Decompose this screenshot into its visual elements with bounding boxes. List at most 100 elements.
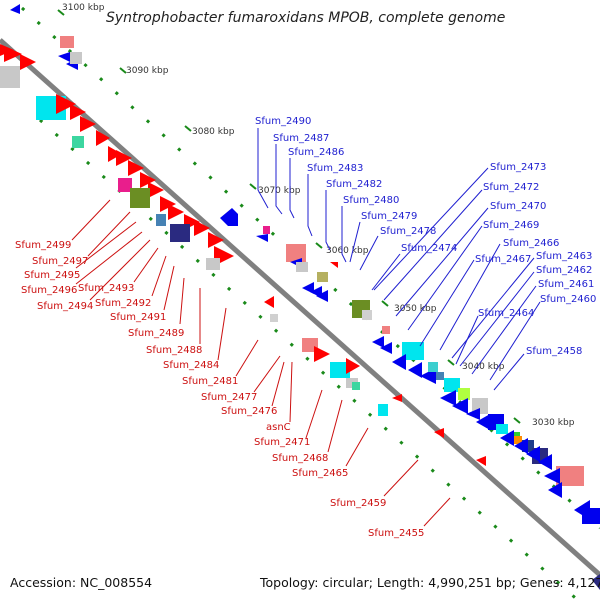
leader-line: [289, 361, 293, 423]
scale-label: 3030 kbp: [532, 418, 575, 428]
gene-label[interactable]: Sfum_2492: [95, 298, 151, 309]
gene-feature: [58, 52, 70, 62]
gene-label[interactable]: Sfum_2496: [21, 285, 77, 296]
gene-label[interactable]: Sfum_2468: [272, 453, 328, 464]
leader-line: [289, 158, 295, 219]
gene-feature: [302, 282, 314, 294]
gene-label[interactable]: Sfum_2491: [110, 312, 166, 323]
gene-label[interactable]: asnC: [266, 422, 291, 433]
genes-forward-strand: [0, 44, 486, 466]
gene-label[interactable]: Sfum_2488: [146, 345, 202, 356]
gene-feature: [263, 226, 270, 234]
gene-label[interactable]: Sfum_2484: [163, 360, 219, 371]
gene-feature: [548, 482, 562, 498]
scale-label: 3100 kbp: [62, 3, 105, 13]
scale-label: 3050 kbp: [394, 304, 437, 314]
gene-label[interactable]: Sfum_2495: [24, 270, 80, 281]
gene-label[interactable]: Sfum_2461: [538, 279, 594, 290]
gene-feature: [140, 172, 156, 188]
gene-feature: [392, 394, 402, 402]
gene-label[interactable]: Sfum_2486: [288, 147, 344, 158]
gene-label[interactable]: Sfum_2480: [343, 195, 399, 206]
gene-feature: [592, 574, 600, 590]
gene-label[interactable]: Sfum_2490: [255, 116, 311, 127]
leader-line: [75, 231, 143, 285]
gene-feature: [380, 342, 392, 354]
leader-line: [345, 427, 369, 467]
gene-label[interactable]: Sfum_2464: [478, 308, 534, 319]
gene-label[interactable]: Sfum_2494: [37, 301, 93, 312]
leader-line: [423, 497, 451, 527]
gene-label[interactable]: Sfum_2479: [361, 211, 417, 222]
gene-label[interactable]: Sfum_2497: [32, 256, 88, 267]
gene-label[interactable]: Sfum_2482: [326, 179, 382, 190]
gene-label[interactable]: Sfum_2459: [330, 498, 386, 509]
gene-label[interactable]: Sfum_2478: [380, 226, 436, 237]
gene-label[interactable]: Sfum_2487: [273, 133, 329, 144]
gene-feature: [428, 362, 438, 372]
leader-line: [383, 459, 419, 497]
gene-feature: [514, 438, 528, 454]
leader-line: [89, 239, 151, 301]
leader-lines-upper: [257, 128, 541, 391]
leader-lines-lower: [71, 199, 451, 527]
leader-line: [179, 277, 185, 325]
leader-line: [419, 259, 475, 347]
scale-tick: [119, 67, 127, 74]
gene-feature: [372, 336, 384, 348]
leader-line: [439, 243, 501, 351]
gene-label[interactable]: Sfum_2458: [526, 346, 582, 357]
topology-text: Topology: circular; Length: 4,990,251 bp…: [259, 575, 600, 590]
gene-feature: [220, 208, 238, 226]
scale-tick: [249, 183, 257, 190]
gene-label[interactable]: Sfum_2472: [483, 182, 539, 193]
gene-feature: [556, 466, 584, 486]
gene-label[interactable]: Sfum_2471: [254, 437, 310, 448]
gene-label[interactable]: Sfum_2477: [201, 392, 257, 403]
gene-feature: [538, 454, 552, 470]
leader-line: [341, 206, 347, 263]
gene-feature: [346, 358, 360, 374]
leader-line: [459, 271, 535, 367]
gene-label[interactable]: Sfum_2465: [292, 468, 348, 479]
gene-feature: [317, 272, 328, 282]
gene-label[interactable]: Sfum_2470: [490, 201, 546, 212]
scale-label: 3040 kbp: [462, 362, 505, 372]
gene-label[interactable]: Sfum_2476: [221, 406, 277, 417]
gene-label[interactable]: Sfum_2455: [368, 528, 424, 539]
gene-label[interactable]: Sfum_2469: [483, 220, 539, 231]
leader-line: [455, 315, 479, 365]
leader-line: [349, 221, 361, 263]
leader-line: [371, 253, 401, 291]
gene-label[interactable]: Sfum_2462: [536, 265, 592, 276]
gene-label[interactable]: Sfum_2466: [503, 238, 559, 249]
gene-feature: [256, 234, 268, 242]
leader-line: [87, 211, 131, 257]
gene-label[interactable]: Sfum_2499: [15, 240, 71, 251]
gene-feature: [206, 258, 220, 270]
leader-line: [253, 355, 281, 393]
gene-feature: [440, 390, 456, 406]
gene-label[interactable]: Sfum_2463: [536, 251, 592, 262]
gene-feature: [316, 290, 328, 302]
gene-label[interactable]: Sfum_2467: [475, 254, 531, 265]
gene-feature: [168, 204, 184, 220]
gene-label[interactable]: Sfum_2493: [78, 283, 134, 294]
gene-feature: [382, 326, 390, 334]
gene-label[interactable]: Sfum_2483: [307, 163, 363, 174]
gene-feature: [362, 310, 372, 320]
gene-label[interactable]: Sfum_2473: [490, 162, 546, 173]
gene-feature: [70, 52, 82, 64]
leader-line: [235, 339, 259, 377]
leader-line: [151, 255, 167, 297]
gene-label[interactable]: Sfum_2474: [401, 243, 457, 254]
gene-label[interactable]: Sfum_2460: [540, 294, 596, 305]
gene-feature: [130, 188, 150, 208]
gene-feature: [96, 130, 110, 146]
gene-label[interactable]: Sfum_2481: [182, 376, 238, 387]
gene-label[interactable]: Sfum_2489: [128, 328, 184, 339]
gene-feature: [314, 346, 330, 362]
gene-feature: [108, 146, 122, 162]
scale-label: 3070 kbp: [258, 186, 301, 196]
gene-feature: [194, 220, 210, 236]
